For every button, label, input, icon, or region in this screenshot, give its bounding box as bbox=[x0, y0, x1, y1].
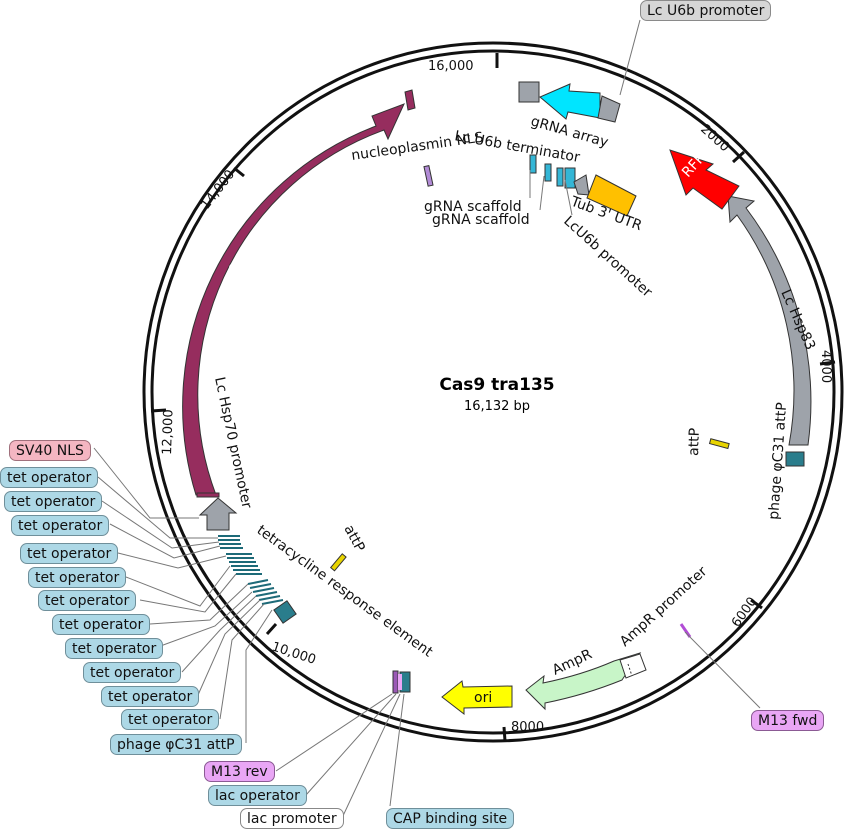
ori-feature[interactable] bbox=[441, 680, 513, 716]
attp-right-label: attP bbox=[686, 428, 703, 457]
tet-operator-callout[interactable]: tet operator bbox=[38, 590, 137, 611]
m13-fwd-callout[interactable]: M13 fwd bbox=[751, 710, 825, 731]
lcu6b-promoter-feature[interactable] bbox=[573, 174, 590, 196]
cas9-feature[interactable] bbox=[182, 103, 405, 496]
m13-fwd-feature[interactable] bbox=[679, 623, 692, 638]
lac-promoter-callout[interactable]: lac promoter bbox=[240, 808, 344, 829]
lc-hsp70-promoter-label: Lc Hsp70 promoter bbox=[211, 376, 255, 511]
tick-10000: 10,000 bbox=[270, 640, 318, 668]
lc-hsp83-feature[interactable] bbox=[727, 195, 812, 446]
lac-region-features[interactable] bbox=[392, 670, 411, 694]
tick-6000: 6000 bbox=[729, 595, 760, 631]
tet-operator-callout[interactable]: tet operator bbox=[121, 709, 220, 730]
tet-operator-callout[interactable]: tet operator bbox=[52, 614, 151, 635]
tet-operator-callout[interactable]: tet operator bbox=[28, 567, 127, 588]
lac-operator-callout[interactable]: lac operator bbox=[208, 785, 307, 806]
grna-nls-feature[interactable] bbox=[423, 165, 434, 187]
tick-16000: 16,000 bbox=[428, 59, 474, 74]
cap-binding-site-callout[interactable]: CAP binding site bbox=[386, 808, 515, 829]
m13-rev-callout[interactable]: M13 rev bbox=[204, 761, 275, 782]
tre-label: tetracycline response element bbox=[254, 522, 436, 660]
plasmid-length: 16,132 bp bbox=[464, 399, 530, 414]
sv40-nls-callout[interactable]: SV40 NLS bbox=[9, 440, 91, 461]
lc-u6b-promoter-callout[interactable]: Lc U6b promoter bbox=[640, 0, 772, 21]
tet-operator-callout[interactable]: tet operator bbox=[11, 515, 110, 536]
lc-hsp70-promoter-feature[interactable] bbox=[198, 497, 238, 531]
phage-attp-left-callout[interactable]: phage φC31 attP bbox=[110, 734, 242, 755]
tet-operator-callout[interactable]: tet operator bbox=[20, 543, 119, 564]
grna-scaffold-label-1: gRNA scaffold bbox=[424, 199, 522, 215]
tre-teal-block[interactable] bbox=[273, 600, 297, 624]
lc-u6b-terminator-block[interactable] bbox=[597, 95, 621, 123]
phage-attp-right-block[interactable] bbox=[785, 451, 805, 467]
plasmid-name: Cas9 tra135 bbox=[439, 375, 554, 395]
tick-marks bbox=[150, 53, 836, 742]
tet-operator-callout[interactable]: tet operator bbox=[4, 491, 103, 512]
grna-array-feature[interactable] bbox=[539, 83, 601, 120]
callout-lines bbox=[93, 19, 761, 819]
rfpex-feature[interactable] bbox=[669, 149, 740, 210]
nucleoplasmin-nls-feature[interactable] bbox=[404, 89, 416, 111]
tick-8000: 8000 bbox=[511, 720, 544, 735]
grna-scaffold-label-2: gRNA scaffold bbox=[432, 212, 530, 228]
tetracycline-response-element-feature[interactable] bbox=[218, 535, 284, 605]
tet-operator-callout[interactable]: tet operator bbox=[65, 638, 164, 659]
tet-operator-callout[interactable]: tet operator bbox=[0, 467, 99, 488]
plasmid-backbone bbox=[142, 41, 844, 743]
tick-4000: 4000 bbox=[818, 350, 833, 383]
sv40-nls-feature[interactable] bbox=[196, 492, 220, 498]
ampr-feature[interactable] bbox=[525, 652, 642, 711]
ampr-promoter-feature[interactable] bbox=[619, 653, 647, 679]
attp-right-feature[interactable] bbox=[708, 438, 730, 450]
tet-operator-callout[interactable]: tet operator bbox=[101, 686, 200, 707]
ori-label: ori bbox=[474, 690, 492, 706]
grna-scaffold-features[interactable] bbox=[529, 154, 576, 189]
tet-operator-callout[interactable]: tet operator bbox=[83, 662, 182, 683]
tub-utr-feature[interactable] bbox=[586, 174, 637, 217]
tick-12000: 12,000 bbox=[160, 409, 177, 455]
tick-14000: 14,000 bbox=[198, 167, 238, 212]
ampr-promoter-label: AmpR promoter bbox=[617, 563, 711, 649]
lc-u6b-promoter-block[interactable] bbox=[518, 81, 540, 103]
attp-left-feature[interactable] bbox=[329, 553, 347, 572]
attp-left-label: attP bbox=[340, 522, 367, 554]
